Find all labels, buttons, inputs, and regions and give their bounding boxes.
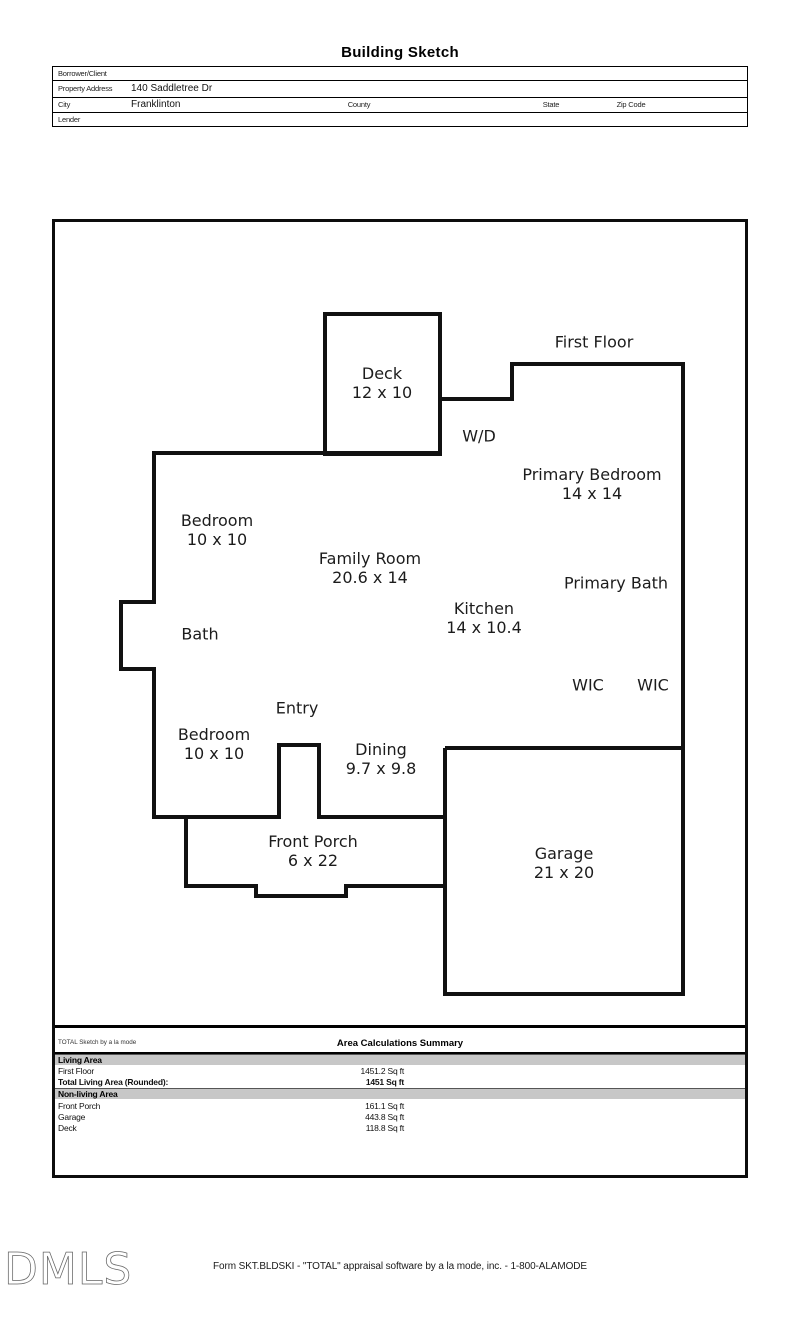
- borrower-label: Borrower/Client: [58, 69, 107, 78]
- summary-title: Area Calculations Summary: [336, 1038, 464, 1049]
- room-dims: 14 x 10.4: [446, 618, 522, 637]
- room-name: Primary Bedroom: [522, 465, 662, 484]
- sketch-software-watermark: TOTAL Sketch by a la mode: [58, 1039, 137, 1046]
- room-dims: 21 x 20: [533, 863, 595, 882]
- header-form-table: Borrower/Client Property Address 140 Sad…: [52, 66, 748, 127]
- city-label: City: [58, 100, 71, 109]
- room-name: Front Porch: [268, 832, 358, 851]
- summary-row-value: 443.8 Sq ft: [365, 1112, 404, 1122]
- row-divider: [53, 80, 747, 81]
- summary-row-label: Deck: [58, 1123, 77, 1133]
- room-label-front-porch: Front Porch 6 x 22: [268, 832, 358, 870]
- section-header-label: Living Area: [58, 1055, 102, 1065]
- room-label-wic-right: WIC: [637, 675, 669, 695]
- floor-label: First Floor: [554, 332, 634, 352]
- room-label-family-room: Family Room 20.6 x 14: [319, 549, 421, 587]
- city-value: Franklinton: [131, 99, 181, 110]
- room-label-bedroom-lower: Bedroom 10 x 10: [178, 725, 250, 763]
- room-label-dining: Dining 9.7 x 9.8: [346, 740, 417, 778]
- room-label-kitchen: Kitchen 14 x 10.4: [446, 599, 522, 637]
- summary-row-label: Garage: [58, 1112, 86, 1122]
- room-label-entry: Entry: [275, 698, 319, 718]
- summary-row-label: Total Living Area (Rounded):: [58, 1077, 169, 1087]
- room-name: Family Room: [318, 549, 422, 568]
- property-address-value: 140 Saddletree Dr: [131, 83, 213, 94]
- county-label: County: [347, 100, 371, 109]
- room-name: Garage: [534, 844, 594, 863]
- room-label-garage: Garage 21 x 20: [534, 844, 594, 882]
- state-label: State: [542, 100, 560, 109]
- room-dims: 10 x 10: [183, 744, 245, 763]
- summary-row-value: 118.8 Sq ft: [365, 1123, 404, 1133]
- section-header-label: Non-living Area: [58, 1089, 118, 1099]
- room-dims: 20.6 x 14: [332, 568, 408, 587]
- summary-row-value: 1451.2 Sq ft: [360, 1066, 405, 1076]
- summary-row-label: First Floor: [58, 1066, 95, 1076]
- property-address-label: Property Address: [58, 84, 113, 93]
- row-divider: [53, 97, 747, 98]
- room-label-bath: Bath: [181, 624, 219, 644]
- summary-top-separator: [55, 1025, 745, 1028]
- summary-title-underline: [55, 1052, 745, 1054]
- room-name: Kitchen: [453, 599, 515, 618]
- room-dims: 12 x 10: [351, 383, 413, 402]
- nonliving-area-section-header: Non-living Area: [55, 1088, 745, 1099]
- dmls-logo: DMLS: [4, 1244, 132, 1296]
- room-name: Bedroom: [177, 725, 251, 744]
- living-area-section-header: Living Area: [55, 1054, 745, 1065]
- room-label-primary-bedroom: Primary Bedroom 14 x 14: [522, 465, 661, 503]
- dmls-logo-text: DMLS: [4, 1244, 132, 1295]
- room-label-primary-bath: Primary Bath: [563, 573, 669, 593]
- summary-row-value: 161.1 Sq ft: [365, 1101, 404, 1111]
- row-divider: [53, 112, 747, 113]
- page-title: Building Sketch: [341, 44, 459, 61]
- room-dims: 6 x 22: [287, 851, 339, 870]
- room-name: Dining: [355, 740, 407, 759]
- room-label-bedroom-upper: Bedroom 10 x 10: [181, 511, 253, 549]
- sketch-border-box: [52, 219, 748, 1178]
- room-dims: 14 x 14: [561, 484, 623, 503]
- room-label-deck: Deck 12 x 10: [352, 364, 412, 402]
- room-dims: 9.7 x 9.8: [345, 759, 417, 778]
- summary-row-value: 1451 Sq ft: [365, 1077, 404, 1087]
- room-label-washer-dryer: W/D: [462, 426, 496, 446]
- lender-label: Lender: [58, 115, 81, 124]
- room-name: Bedroom: [180, 511, 254, 530]
- room-name: Deck: [361, 364, 403, 383]
- footer-form-line: Form SKT.BLDSKI - "TOTAL" appraisal soft…: [213, 1261, 587, 1272]
- zip-code-label: Zip Code: [616, 100, 646, 109]
- summary-row-label: Front Porch: [58, 1101, 101, 1111]
- room-label-wic-left: WIC: [572, 675, 604, 695]
- room-dims: 10 x 10: [186, 530, 248, 549]
